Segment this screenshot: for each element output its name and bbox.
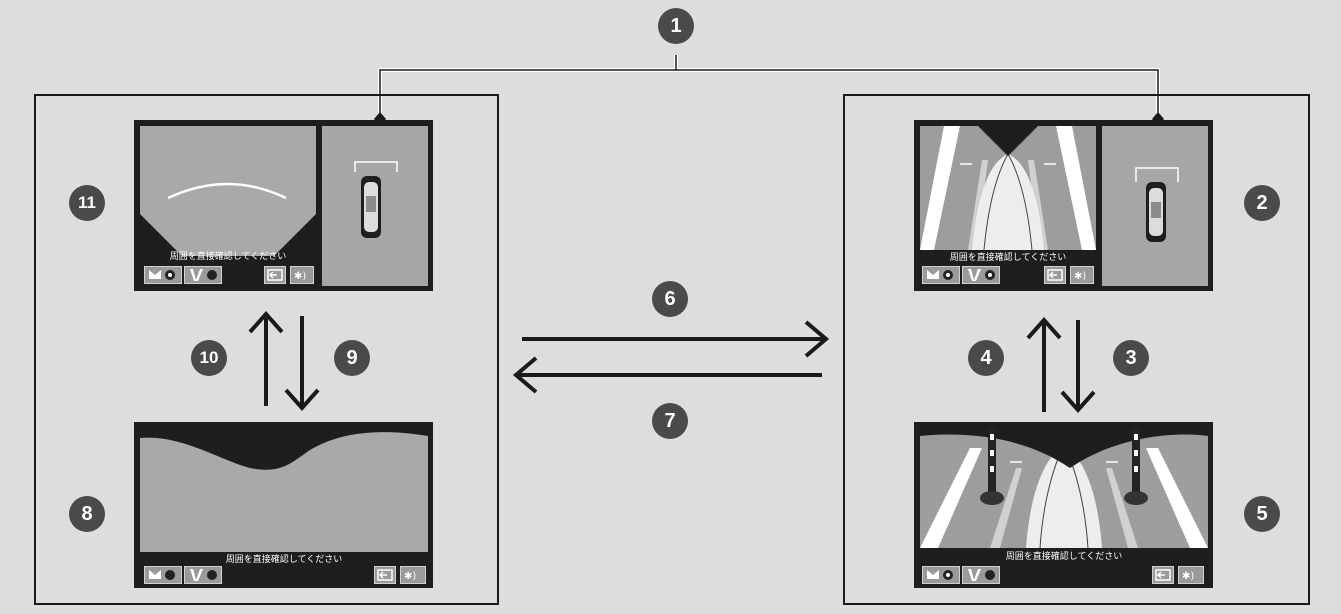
brightness-icon: ✱) bbox=[404, 571, 416, 582]
callout-5: 5 bbox=[1244, 496, 1280, 532]
car-top-view-icon bbox=[1135, 167, 1179, 242]
left-panel bbox=[34, 94, 499, 605]
parking-sensor-rear-icon bbox=[968, 269, 995, 281]
callout-1: 1 bbox=[658, 8, 694, 44]
top-view bbox=[1102, 126, 1208, 286]
camera-guide-image bbox=[140, 182, 316, 256]
brightness-button[interactable]: ✱) bbox=[290, 266, 314, 284]
screen-message: 周囲を直接確認してください bbox=[225, 555, 343, 565]
callout-7: 7 bbox=[652, 403, 688, 439]
exit-view-button[interactable] bbox=[374, 566, 396, 584]
front-wide-camera-image bbox=[920, 428, 1208, 548]
parking-sensor-front-icon bbox=[149, 270, 175, 280]
arrow-right bbox=[522, 320, 830, 358]
parking-sensor-front-icon bbox=[927, 570, 953, 580]
svg-text:✱): ✱) bbox=[1182, 571, 1194, 582]
right-panel bbox=[843, 94, 1310, 605]
sensor-front-button[interactable] bbox=[922, 266, 960, 284]
exit-view-button[interactable] bbox=[1152, 566, 1174, 584]
svg-text:✱): ✱) bbox=[1074, 271, 1086, 282]
parking-sensor-rear-icon bbox=[190, 269, 217, 281]
callout-3: 3 bbox=[1113, 340, 1149, 376]
exit-view-icon bbox=[267, 269, 283, 281]
brightness-button[interactable]: ✱) bbox=[400, 566, 426, 584]
exit-view-icon bbox=[377, 569, 393, 581]
top-view bbox=[322, 126, 428, 286]
svg-text:✱): ✱) bbox=[294, 271, 306, 282]
arrow-left bbox=[512, 356, 822, 394]
front-camera-image bbox=[920, 126, 1096, 250]
rear-wide-camera-view bbox=[140, 428, 428, 552]
exit-view-button[interactable] bbox=[264, 266, 286, 284]
parking-sensor-rear-icon bbox=[190, 569, 217, 581]
sensor-rear-button[interactable] bbox=[962, 566, 1000, 584]
exit-view-icon bbox=[1155, 569, 1171, 581]
brightness-icon: ✱) bbox=[1074, 271, 1086, 282]
rear-camera-view bbox=[140, 126, 316, 256]
sensor-rear-button[interactable] bbox=[184, 266, 222, 284]
brightness-icon: ✱) bbox=[294, 271, 306, 282]
callout-10: 10 bbox=[191, 340, 227, 376]
parking-sensor-front-icon bbox=[149, 570, 175, 580]
screen-message: 周囲を直接確認してください bbox=[169, 252, 287, 262]
screen-message: 周囲を直接確認してください bbox=[1005, 552, 1123, 562]
exit-view-icon bbox=[1047, 269, 1063, 281]
screen-message: 周囲を直接確認してください bbox=[949, 253, 1067, 263]
callout-11: 11 bbox=[69, 185, 105, 221]
sensor-front-button[interactable] bbox=[922, 566, 960, 584]
front-wide-camera-view bbox=[920, 428, 1208, 548]
callout-8: 8 bbox=[69, 496, 105, 532]
sensor-rear-button[interactable] bbox=[184, 566, 222, 584]
callout-2: 2 bbox=[1244, 185, 1280, 221]
front-camera-view bbox=[920, 126, 1096, 250]
sensor-front-button[interactable] bbox=[144, 266, 182, 284]
sensor-front-button[interactable] bbox=[144, 566, 182, 584]
arrow-up-left bbox=[248, 310, 284, 406]
arrow-up-right bbox=[1026, 316, 1062, 412]
brightness-button[interactable]: ✱) bbox=[1070, 266, 1094, 284]
screen-rear-split-view: 周囲を直接確認してください ✱) bbox=[134, 120, 433, 291]
screen-front-split-view: 周囲を直接確認してください ✱) bbox=[914, 120, 1213, 291]
brightness-icon: ✱) bbox=[1182, 571, 1194, 582]
exit-view-button[interactable] bbox=[1044, 266, 1066, 284]
screen-front-full-view: 周囲を直接確認してください ✱) bbox=[914, 422, 1213, 588]
sensor-rear-button[interactable] bbox=[962, 266, 1000, 284]
brightness-button[interactable]: ✱) bbox=[1178, 566, 1204, 584]
parking-sensor-rear-icon bbox=[968, 569, 995, 581]
arrow-down-left bbox=[284, 316, 320, 412]
car-top-view-icon bbox=[354, 161, 398, 238]
parking-sensor-front-icon bbox=[927, 270, 953, 280]
callout-4: 4 bbox=[968, 340, 1004, 376]
wide-camera-image bbox=[140, 428, 428, 470]
callout-6: 6 bbox=[652, 281, 688, 317]
screen-rear-full-view: 周囲を直接確認してください ✱) bbox=[134, 422, 433, 588]
callout-9: 9 bbox=[334, 340, 370, 376]
arrow-down-right bbox=[1060, 320, 1096, 414]
svg-text:✱): ✱) bbox=[404, 571, 416, 582]
